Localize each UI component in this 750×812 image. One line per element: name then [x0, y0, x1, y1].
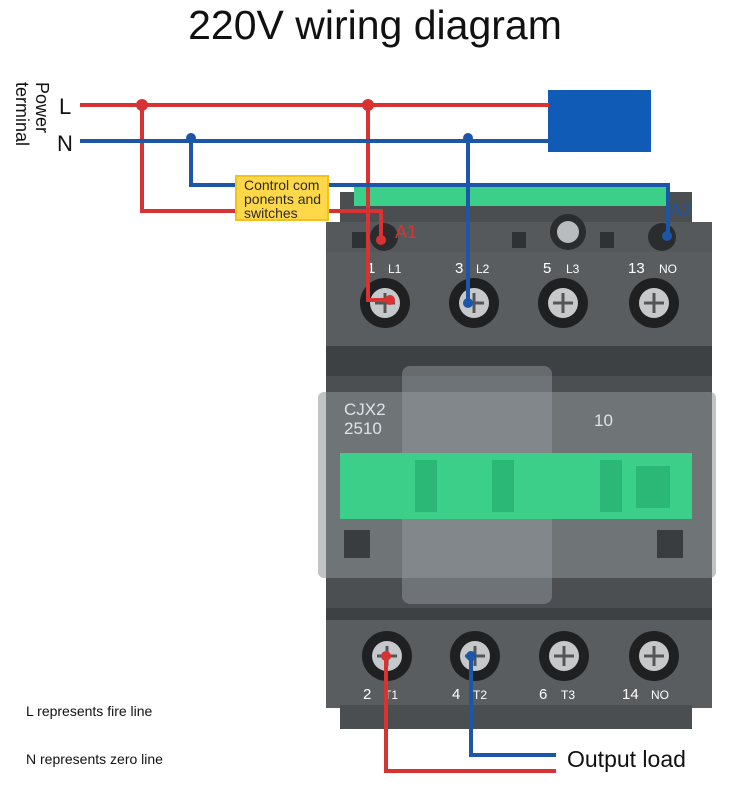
term-2-num: 2: [363, 686, 371, 703]
model-line2: 2510: [344, 419, 382, 438]
diagram-title: 220V wiring diagram: [188, 2, 562, 48]
contact-rating: 10: [594, 411, 613, 430]
term-13-num: 13: [628, 260, 645, 277]
bottom-terminal-labels: 2 T1 4 T2 6 T3 14 NO: [363, 686, 669, 703]
term-5-code: L3: [566, 262, 580, 276]
control-components-box: Control com ponents and switches: [235, 175, 329, 221]
term-14-code: NO: [651, 688, 669, 702]
term-5-num: 5: [543, 260, 551, 277]
term-4-code: T2: [473, 688, 487, 702]
term-6-num: 6: [539, 686, 547, 703]
load-block: [548, 90, 651, 152]
term-4-num: 4: [452, 686, 460, 703]
term-14-num: 14: [622, 686, 639, 703]
control-box-line2: ponents and: [244, 191, 322, 207]
wire-junctions: [136, 99, 672, 661]
term-6-code: T3: [561, 688, 575, 702]
top-terminal-labels: 1 L1 3 L2 5 L3 13 NO: [367, 260, 677, 277]
coil-label-a2: A2: [670, 200, 692, 220]
top-terminal-screws: [360, 278, 679, 328]
term-3-num: 3: [455, 260, 463, 277]
legend-neutral: N represents zero line: [26, 751, 163, 767]
term-1-code: L1: [388, 262, 402, 276]
live-line-label: L: [59, 94, 72, 119]
model-line1: CJX2: [344, 400, 386, 419]
term-3-code: L2: [476, 262, 490, 276]
legend-live: L represents fire line: [26, 703, 153, 719]
indicator-window: [340, 453, 692, 519]
output-load-label: Output load: [567, 746, 686, 772]
coil-label-a1: A1: [395, 222, 417, 242]
term-13-code: NO: [659, 262, 677, 276]
control-box-line3: switches: [244, 205, 298, 221]
neutral-line-label: N: [57, 131, 73, 156]
live-wiring: [80, 103, 556, 773]
control-box-line1: Control com: [244, 177, 320, 193]
term-1-num: 1: [367, 260, 375, 277]
